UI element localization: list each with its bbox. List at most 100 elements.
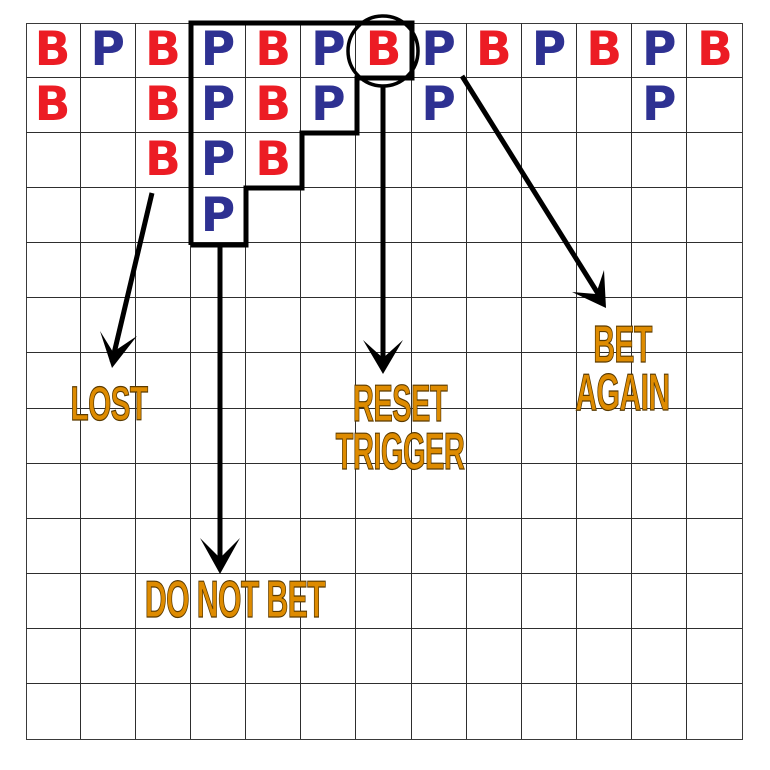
player-cell: P <box>190 132 247 188</box>
empty-cell <box>190 353 247 409</box>
empty-cell <box>577 518 633 575</box>
empty-cell <box>521 463 578 519</box>
player-cell: P <box>80 22 136 78</box>
empty-cell <box>521 77 578 133</box>
player-cell: P <box>411 77 467 133</box>
player-cell: P <box>301 77 357 133</box>
empty-cell <box>632 408 688 464</box>
empty-cell <box>466 408 522 464</box>
banker-cell: B <box>135 22 191 78</box>
empty-cell <box>577 298 633 354</box>
empty-cell <box>356 574 412 630</box>
empty-cell <box>411 408 467 464</box>
empty-cell <box>577 132 633 188</box>
empty-cell <box>687 188 743 244</box>
empty-cell <box>301 518 357 575</box>
banker-cell: B <box>25 22 81 78</box>
empty-cell <box>135 187 191 244</box>
empty-cell <box>632 187 688 244</box>
empty-cell <box>687 298 743 354</box>
do-not-bet-label: DO NOT BET <box>134 571 337 629</box>
empty-cell <box>466 187 522 244</box>
empty-cell <box>356 243 412 299</box>
empty-cell <box>356 132 412 188</box>
empty-cell <box>136 684 191 740</box>
empty-cell <box>25 408 81 464</box>
player-cell: P <box>632 77 688 133</box>
empty-cell <box>466 574 522 630</box>
empty-cell <box>80 353 136 409</box>
do-not-bet-text: DO NOT BET <box>144 571 326 629</box>
empty-cell <box>687 574 743 630</box>
empty-cell <box>466 77 522 133</box>
empty-cell <box>411 574 467 630</box>
player-cell: P <box>190 22 247 78</box>
empty-cell <box>135 574 191 630</box>
empty-cell <box>466 629 522 685</box>
empty-cell <box>577 629 633 685</box>
empty-cell <box>191 684 247 740</box>
empty-cell <box>246 353 302 409</box>
empty-cell <box>356 463 412 519</box>
empty-cell <box>190 629 247 685</box>
bet-again-label: BET AGAIN <box>575 318 671 419</box>
empty-cell <box>521 243 578 299</box>
empty-cell <box>80 463 136 519</box>
empty-cell <box>577 77 633 133</box>
empty-cell <box>190 574 247 630</box>
empty-cell <box>521 518 578 575</box>
empty-cell <box>466 132 522 188</box>
empty-cell <box>577 353 633 409</box>
empty-cell <box>356 408 412 464</box>
empty-cell <box>301 243 357 299</box>
empty-cell <box>466 463 522 519</box>
empty-cell <box>26 684 81 740</box>
empty-cell <box>246 243 302 299</box>
empty-cell <box>467 684 522 740</box>
empty-cell <box>521 629 578 685</box>
empty-cell <box>25 353 81 409</box>
empty-cell <box>577 187 633 244</box>
player-cell: P <box>521 22 578 78</box>
empty-cell <box>246 408 302 464</box>
lost-text: LOST <box>70 378 148 431</box>
empty-cell <box>80 298 136 354</box>
banker-cell: B <box>356 22 412 78</box>
banker-cell: B <box>246 132 302 188</box>
empty-cell <box>411 243 467 299</box>
empty-cell <box>80 187 136 244</box>
empty-cell <box>521 574 578 630</box>
empty-cell <box>25 298 81 354</box>
reset-trigger-label: RESET TRIGGER <box>327 377 473 478</box>
empty-cell <box>135 629 191 685</box>
banker-cell: B <box>135 77 191 133</box>
empty-cell <box>301 463 357 519</box>
banker-cell: B <box>25 77 81 133</box>
empty-cell <box>411 298 467 354</box>
empty-cell <box>80 243 136 299</box>
empty-cell <box>80 518 136 575</box>
empty-cell <box>632 518 688 575</box>
empty-cell <box>301 298 357 354</box>
empty-cell <box>246 518 302 575</box>
empty-cell <box>411 463 467 519</box>
empty-cell <box>301 574 357 630</box>
empty-cell <box>577 243 633 299</box>
empty-cell <box>412 684 467 740</box>
empty-cell <box>411 353 467 409</box>
empty-cell <box>246 684 302 740</box>
empty-cell <box>632 684 688 740</box>
empty-cell <box>190 518 247 575</box>
empty-cell <box>521 408 578 464</box>
banker-cell: B <box>135 132 191 188</box>
empty-cell <box>632 132 688 188</box>
empty-cell <box>301 187 357 244</box>
empty-cell <box>687 78 743 133</box>
banker-cell: B <box>246 22 302 78</box>
empty-cell <box>687 684 742 739</box>
empty-cell <box>411 187 467 244</box>
empty-cell <box>190 243 247 299</box>
empty-cell <box>80 408 136 464</box>
banker-cell: B <box>577 22 633 78</box>
empty-cell <box>632 243 688 299</box>
